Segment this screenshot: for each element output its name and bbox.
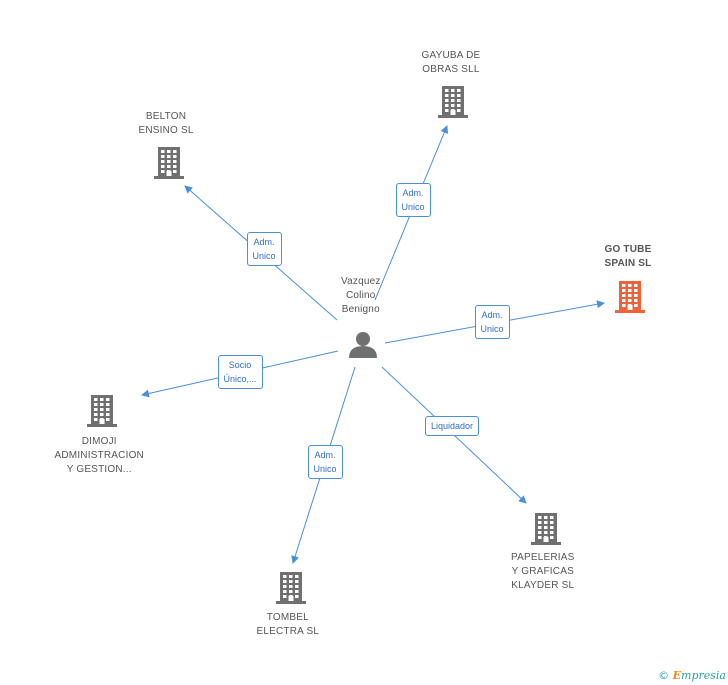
building-icon-gayuba[interactable] — [438, 86, 468, 118]
company-name-gotube[interactable]: GO TUBE SPAIN SL — [604, 244, 652, 269]
copyright-symbol: © — [658, 669, 670, 682]
building-icon-belton[interactable] — [154, 147, 184, 179]
relation-label-dimoji[interactable]: Socio Único,... — [217, 355, 263, 389]
footer-brand: © Empresia — [658, 669, 726, 682]
relation-label-belton[interactable]: Adm. Unico — [246, 232, 282, 266]
building-icon-dimoji[interactable] — [87, 395, 117, 427]
relation-label-tombel[interactable]: Adm. Unico — [307, 445, 343, 479]
brand-initial: E — [672, 669, 682, 682]
brand-name: mpresia — [681, 669, 726, 682]
relation-label-gayuba[interactable]: Adm. Unico — [395, 183, 431, 217]
relation-label-gotube[interactable]: Adm. Unico — [474, 305, 510, 339]
company-name-papelerias[interactable]: PAPELERIAS Y GRAFICAS KLAYDER SL — [511, 552, 575, 591]
company-name-belton[interactable]: BELTON ENSINO SL — [138, 111, 194, 136]
company-name-dimoji[interactable]: DIMOJI ADMINISTRACION Y GESTION... — [54, 436, 144, 475]
company-name-gayuba[interactable]: GAYUBA DE OBRAS SLL — [421, 50, 481, 75]
company-name-tombel[interactable]: TOMBEL ELECTRA SL — [256, 612, 320, 637]
building-icon-tombel[interactable] — [276, 572, 306, 604]
person-icon[interactable] — [349, 332, 377, 358]
person-name[interactable]: Vazquez Colino Benigno — [341, 276, 381, 315]
building-icon-gotube[interactable] — [615, 281, 645, 313]
relation-label-papelerias[interactable]: Liquidador — [425, 416, 480, 436]
building-icon-papelerias[interactable] — [531, 513, 561, 545]
